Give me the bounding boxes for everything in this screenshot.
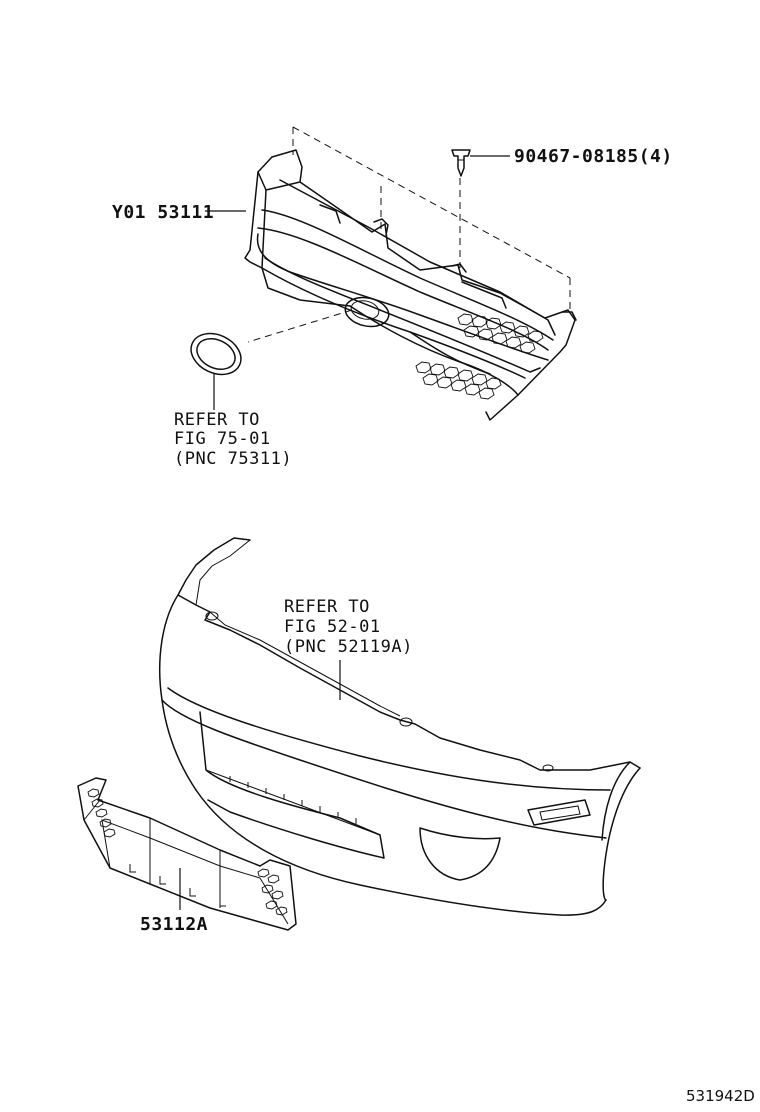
front-bumper-cover: [158, 537, 641, 916]
bumper-ref-line1: REFER TO: [284, 597, 370, 617]
clip-part-number: 90467-08185(4): [514, 146, 673, 167]
bumper-ref-line2: FIG 52-01: [284, 617, 381, 637]
lower-grille-part-number: 53112A: [140, 914, 208, 935]
emblem-ref-line2: FIG 75-01: [174, 429, 271, 449]
grille-mesh-lower: [415, 361, 502, 400]
radiator-grille: [244, 126, 577, 421]
lower-grille: [77, 777, 297, 931]
clip-fastener: [451, 149, 471, 177]
emblem-ref-line3: (PNC 75311): [174, 449, 292, 469]
emblem-ring: [190, 332, 242, 376]
bumper-ref-line3: (PNC 52119A): [284, 637, 413, 657]
grille-mesh-upper: [457, 313, 544, 354]
emblem-ref-line1: REFER TO: [174, 410, 260, 430]
grille-part-number: Y01 53111: [112, 202, 214, 223]
diagram-code: 531942D: [686, 1087, 755, 1105]
